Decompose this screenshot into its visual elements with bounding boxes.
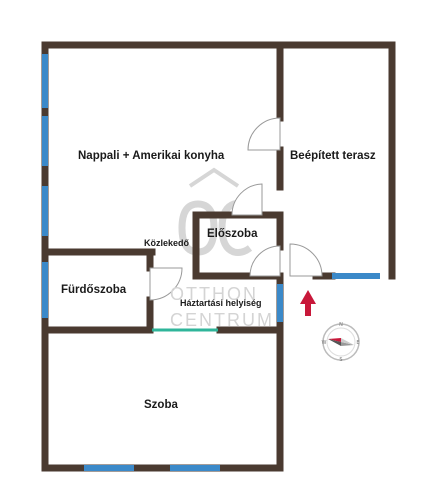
compass-icon: N S W E: [322, 322, 360, 363]
room-label-szoba: Szoba: [144, 399, 178, 411]
up-arrow-icon: [300, 290, 316, 316]
room-label-kozlekedo: Közlekedő: [144, 238, 190, 248]
room-label-nappali: Nappali + Amerikai konyha: [78, 150, 225, 162]
room-label-terasz: Beépített terasz: [290, 150, 376, 162]
svg-text:W: W: [322, 340, 327, 346]
room-label-haztartasi: Háztartási helyiség: [180, 298, 262, 308]
room-label-furdoszoba: Fürdőszoba: [61, 284, 127, 296]
watermark-line2: CENTRUM: [170, 310, 274, 330]
room-label-eloszoba: Előszoba: [207, 228, 258, 240]
walls: [41, 41, 396, 472]
svg-text:S: S: [339, 357, 342, 363]
svg-text:N: N: [339, 322, 343, 328]
watermark-line1: OTTHON: [170, 284, 258, 304]
svg-text:E: E: [356, 340, 359, 346]
windows: [42, 54, 380, 471]
door-swings: [149, 117, 323, 301]
